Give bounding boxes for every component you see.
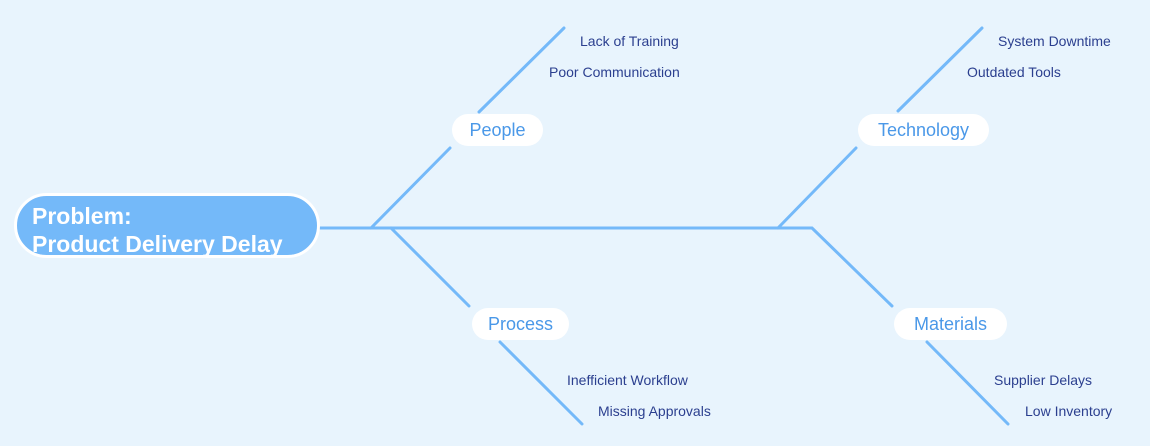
cause-low-inventory[interactable]: Low Inventory <box>1025 403 1113 419</box>
cause-system-downtime[interactable]: System Downtime <box>998 33 1111 49</box>
materials-bone-lower <box>925 340 1010 426</box>
category-process[interactable]: Process <box>472 308 569 340</box>
cause-poor-communication[interactable]: Poor Communication <box>549 64 680 80</box>
category-people[interactable]: People <box>452 114 543 146</box>
problem-title: Product Delivery Delay <box>32 231 283 257</box>
cause-lack-of-training[interactable]: Lack of Training <box>580 33 679 49</box>
cause-inefficient-workflow[interactable]: Inefficient Workflow <box>567 372 688 388</box>
technology-bone-lower <box>776 146 858 230</box>
process-bone-lower <box>498 340 584 426</box>
cause-missing-approvals[interactable]: Missing Approvals <box>598 403 711 419</box>
technology-bone-upper <box>896 26 984 113</box>
people-bone-upper <box>477 26 566 114</box>
category-materials[interactable]: Materials <box>894 308 1007 340</box>
process-bone-upper <box>389 226 471 308</box>
problem-label: Problem: <box>32 203 132 229</box>
category-technology[interactable]: Technology <box>858 114 989 146</box>
cause-outdated-tools[interactable]: Outdated Tools <box>967 64 1061 80</box>
people-bone-lower <box>369 146 452 230</box>
spine-line <box>318 226 894 308</box>
problem-head[interactable]: Problem: Product Delivery Delay <box>14 193 320 258</box>
cause-supplier-delays[interactable]: Supplier Delays <box>994 372 1093 388</box>
